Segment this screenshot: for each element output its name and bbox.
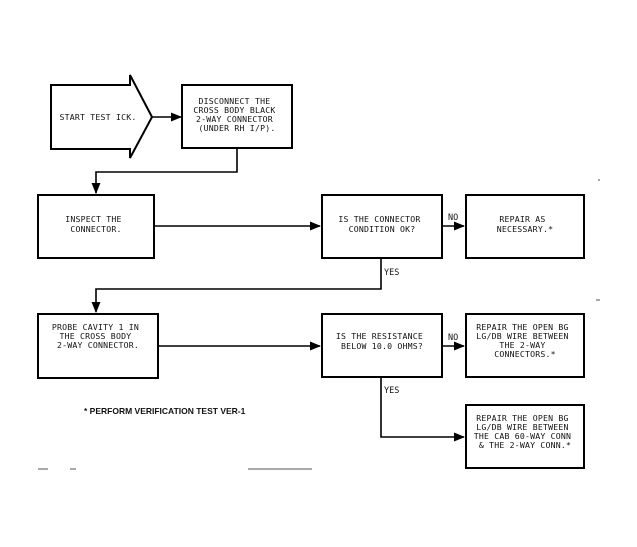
no-label-condition: NO	[448, 213, 458, 223]
scan-artifacts	[38, 179, 600, 470]
repair-open-wire-cab-step: REPAIR THE OPEN BG LG/DB WIRE BETWEEN TH…	[465, 404, 585, 469]
start-test-node: START TEST ICK.	[50, 74, 154, 159]
svg-text:IS THE RESISTANCE BELOW: IS THE RESISTANCE BELOW 10.0 OHMS?	[336, 331, 428, 351]
arrow-disconnect-to-inspect	[91, 148, 238, 195]
yes-label-resistance: YES	[384, 386, 399, 396]
arrow-condition-yes	[91, 258, 382, 314]
disconnect-connector-step: DISCONNECT THE CROSS BODY BLACK 2-WAY CO…	[181, 84, 293, 149]
svg-text:PROBE CAVITY 1 IN THE CR: PROBE CAVITY 1 IN THE CROSS BODY 2-WAY C…	[52, 322, 144, 350]
connector-lines	[91, 112, 466, 442]
arrow-resistance-yes	[380, 377, 466, 442]
svg-text:DISCONNECT THE CROSS BOD: DISCONNECT THE CROSS BODY BLACK 2-WAY CO…	[193, 96, 280, 133]
svg-text:REPAIR AS NECESSARY.*: REPAIR AS NECESSARY.*	[497, 214, 553, 234]
verification-footnote: * PERFORM VERIFICATION TEST VER-1	[84, 406, 246, 416]
svg-text:REPAIR THE OPEN BG LG/DB: REPAIR THE OPEN BG LG/DB WIRE BETWEEN TH…	[474, 413, 577, 450]
no-label-resistance: NO	[448, 333, 458, 343]
svg-text:IS THE CONNECTOR CONDITI: IS THE CONNECTOR CONDITION OK?	[338, 214, 425, 234]
connector-condition-question: IS THE CONNECTOR CONDITION OK?	[321, 194, 443, 259]
repair-as-necessary-step: REPAIR AS NECESSARY.*	[465, 194, 585, 259]
svg-text:INSPECT THE CONNECTOR.: INSPECT THE CONNECTOR.	[65, 214, 127, 234]
yes-label-condition: YES	[384, 268, 399, 278]
svg-text:REPAIR THE OPEN BG LG/DB: REPAIR THE OPEN BG LG/DB WIRE BETWEEN TH…	[476, 322, 573, 359]
resistance-question: IS THE RESISTANCE BELOW 10.0 OHMS?	[321, 313, 443, 378]
probe-cavity-step: PROBE CAVITY 1 IN THE CROSS BODY 2-WAY C…	[37, 313, 159, 379]
node-text: START TEST ICK.	[60, 112, 137, 122]
inspect-connector-step: INSPECT THE CONNECTOR.	[37, 194, 155, 259]
repair-open-wire-connectors-step: REPAIR THE OPEN BG LG/DB WIRE BETWEEN TH…	[465, 313, 585, 378]
